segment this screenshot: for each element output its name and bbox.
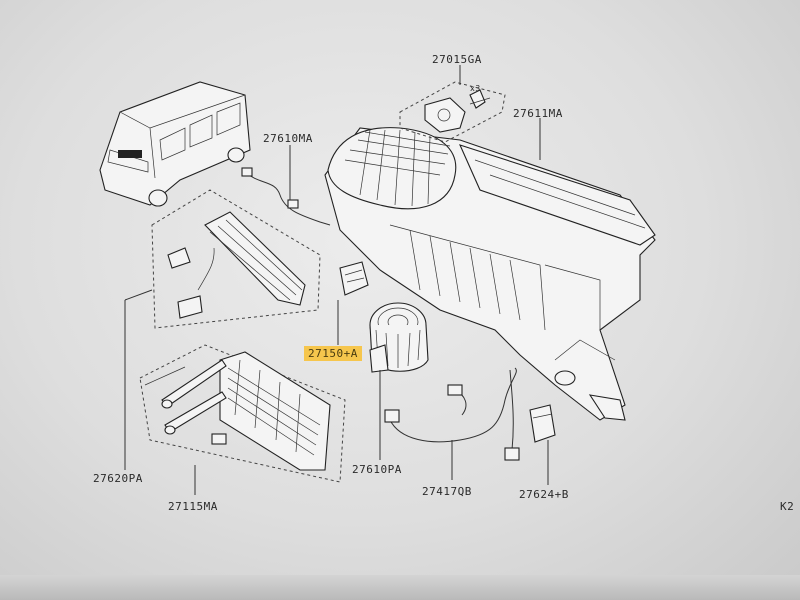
label-27620PA: 27620PA	[93, 472, 143, 485]
blower-resistor	[339, 261, 369, 296]
label-27417QB: 27417QB	[422, 485, 472, 498]
label-27015GA: 27015GA	[432, 53, 482, 66]
blower-motor	[369, 302, 429, 373]
hvac-housing	[324, 127, 656, 421]
label-27610PA: 27610PA	[352, 463, 402, 476]
actuator-group-outline	[399, 81, 506, 143]
van-illustration	[99, 81, 251, 207]
label-27150A-highlighted: 27150+A	[304, 346, 362, 361]
connector-module	[529, 404, 556, 443]
label-27610MA: 27610MA	[263, 132, 313, 145]
actuator-motor	[424, 89, 491, 133]
label-27115MA: 27115MA	[168, 500, 218, 513]
heater-core-group-outline	[139, 344, 346, 483]
edge-label: K2	[780, 500, 795, 513]
label-27611MA: 27611MA	[513, 107, 563, 120]
wiring-harness-lower	[389, 367, 517, 443]
pollen-filter-group-outline	[151, 189, 321, 329]
label-27624B: 27624+B	[519, 488, 569, 501]
quantity-label: x3	[470, 84, 481, 93]
heater-core	[144, 351, 331, 471]
monitor-bezel	[0, 575, 800, 600]
wiring-harness-upper	[244, 171, 331, 226]
pollen-filter	[167, 211, 306, 319]
